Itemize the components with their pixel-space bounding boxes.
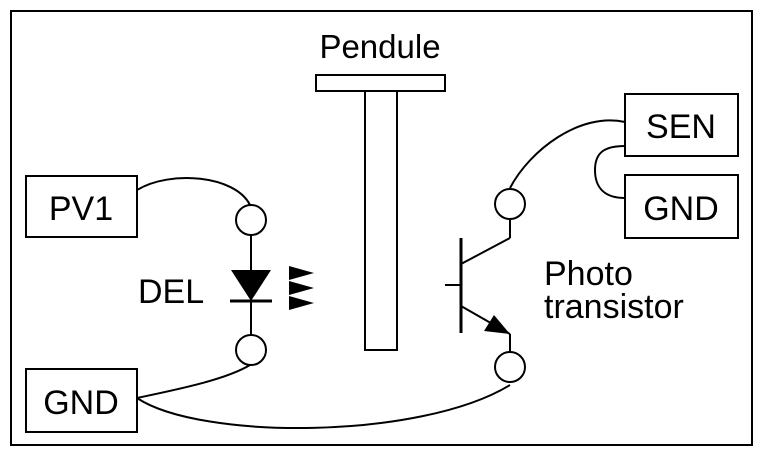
led-label: DEL (138, 273, 204, 311)
sen-terminal-box (624, 93, 739, 157)
phototransistor-label-line2: transistor (544, 288, 684, 326)
transistor-emitter-arrow (484, 315, 510, 334)
pv1-terminal-box (25, 175, 138, 238)
light-arrow-icon (289, 266, 314, 280)
wire-sen-to-transistor (509, 119, 626, 189)
sen-terminal-label: SEN (646, 108, 716, 146)
phototransistor-label-line1: Photo (544, 255, 633, 293)
gnd-right-terminal-box (624, 174, 739, 239)
wire-pv1-to-led (136, 177, 251, 206)
wire-gnd-to-led (136, 364, 251, 399)
transistor-top-terminal (494, 188, 526, 220)
pendulum-rod (364, 90, 398, 351)
light-arrow-icon (289, 281, 314, 295)
led-bottom-terminal (235, 334, 267, 366)
diagram-frame (10, 10, 753, 446)
light-arrow-icon (289, 296, 314, 310)
pv1-terminal-label: PV1 (49, 190, 113, 228)
gnd-left-terminal-box (25, 368, 138, 433)
transistor-bottom-terminal (494, 351, 526, 383)
wire-sen-to-gnd-loop (593, 145, 626, 199)
wire-gnd-to-transistor (136, 384, 511, 430)
transistor-collector (460, 237, 511, 265)
gnd-right-terminal-label: GND (643, 190, 719, 228)
pendulum-pivot-bar (315, 74, 446, 92)
gnd-left-terminal-label: GND (43, 384, 119, 422)
led-diode-triangle (231, 270, 271, 301)
led-top-terminal (235, 204, 267, 236)
pendulum-label: Pendule (319, 28, 440, 65)
